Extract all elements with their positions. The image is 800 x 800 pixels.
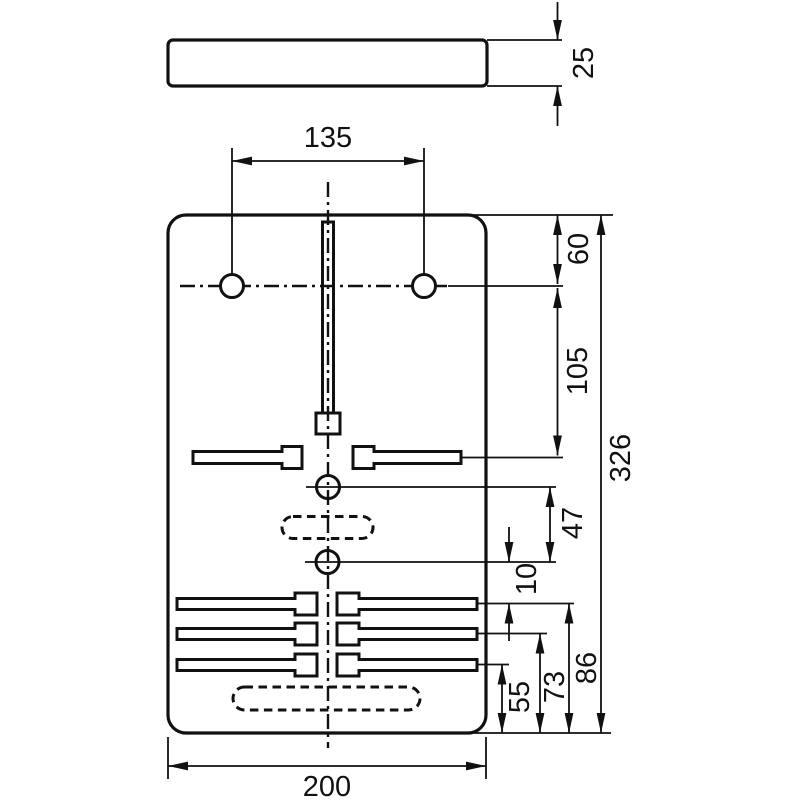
dim-label-73: 73 xyxy=(539,671,571,703)
tab-row1-right xyxy=(335,591,479,617)
dim-row3-to-bottom: 55 xyxy=(497,664,536,733)
tab-row1-left xyxy=(175,591,319,617)
upper-tab-slot-left xyxy=(191,445,304,470)
dim-thickness: 25 xyxy=(487,2,600,126)
dim-row2-to-bottom: 73 xyxy=(535,633,571,733)
side-view-plate-outline xyxy=(166,38,489,88)
knockout-oval-lower xyxy=(231,685,422,712)
dim-label-200: 200 xyxy=(303,771,351,800)
dim-hole-spacing: 135 xyxy=(231,122,425,275)
dim-label-hole-spacing: 135 xyxy=(304,122,352,154)
dim-label-thickness: 25 xyxy=(568,47,600,79)
tab-row2-left xyxy=(175,621,319,647)
upper-tab-slot-right xyxy=(351,445,463,470)
dim-overall-width: 200 xyxy=(167,737,487,800)
dim-hole-to-first-tab-row: 10 xyxy=(504,527,543,641)
dim-top-edge-to-holes: 60 xyxy=(553,215,595,284)
dim-label-105: 105 xyxy=(562,347,594,395)
tab-row3-right xyxy=(335,652,479,678)
mounting-hole-left xyxy=(219,273,245,299)
dim-label-86: 86 xyxy=(571,652,603,684)
tab-row2-right xyxy=(335,621,479,647)
dim-label-60: 60 xyxy=(563,233,595,265)
dim-label-10: 10 xyxy=(511,563,543,595)
dim-label-47: 47 xyxy=(557,507,589,539)
mounting-hole-right xyxy=(411,273,437,299)
side-view: 25 xyxy=(166,2,600,126)
tab-row3-left xyxy=(175,652,319,678)
dim-holes-to-upper-tabs: 105 xyxy=(553,288,594,456)
dim-screw-hole-spacing: 47 xyxy=(545,487,589,562)
dim-row1-to-bottom: 86 xyxy=(564,603,603,733)
front-view xyxy=(166,182,488,748)
right-side-extension-lines xyxy=(305,214,613,734)
dim-label-55: 55 xyxy=(504,681,536,713)
dim-overall-height: 326 xyxy=(596,215,637,733)
dim-label-326: 326 xyxy=(605,434,637,482)
